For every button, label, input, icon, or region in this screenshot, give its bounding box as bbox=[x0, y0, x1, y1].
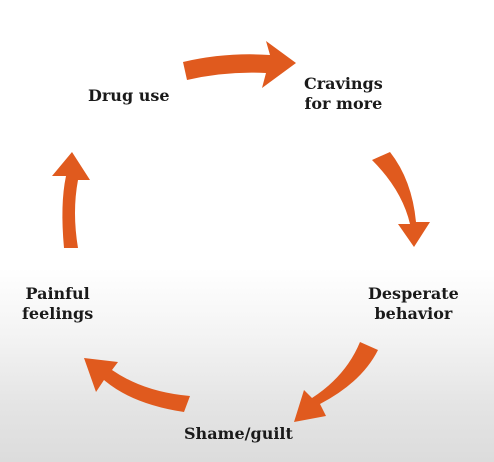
arrow-shame-to-painful bbox=[84, 358, 190, 412]
stage-label-cravings: Cravings for more bbox=[304, 74, 383, 114]
stage-label-shame: Shame/guilt bbox=[184, 424, 293, 444]
stage-label-line: Painful bbox=[25, 284, 90, 303]
arrow-cravings-to-desperate bbox=[372, 152, 430, 247]
arrow-drug-use-to-cravings bbox=[183, 41, 296, 88]
arrow-desperate-to-shame bbox=[294, 342, 378, 422]
stage-label-line: behavior bbox=[374, 304, 453, 323]
stage-label-line: Desperate bbox=[368, 284, 459, 303]
arrow-painful-to-drug-use bbox=[52, 152, 90, 248]
stage-label-line: Drug use bbox=[88, 86, 170, 105]
stage-label-line: for more bbox=[304, 94, 383, 113]
stage-label-line: Shame/guilt bbox=[184, 424, 293, 443]
stage-label-drug-use: Drug use bbox=[88, 86, 170, 106]
stage-label-painful: Painful feelings bbox=[22, 284, 93, 324]
stage-label-line: feelings bbox=[22, 304, 94, 323]
stage-label-line: Cravings bbox=[304, 74, 383, 93]
stage-label-desperate: Desperate behavior bbox=[368, 284, 459, 324]
